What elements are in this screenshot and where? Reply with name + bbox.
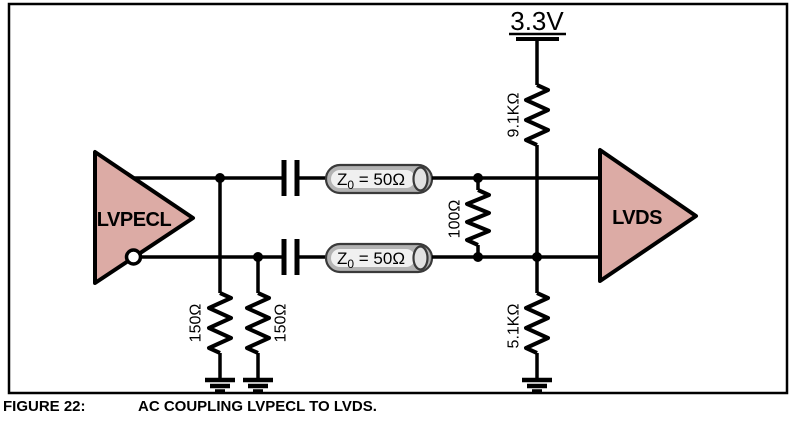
circuit-canvas: 3.3V 9.1KΩ 5.1KΩ LVPECL (7, 2, 789, 395)
resistor-pulldown-5k1 (524, 291, 550, 355)
tline-endcap-bottom (412, 245, 429, 271)
ground-symbol-left (205, 377, 235, 394)
inversion-bubble (124, 248, 143, 266)
capacitor-top (281, 160, 300, 196)
figure-caption-title: AC COUPLING LVPECL TO LVDS. (138, 398, 377, 415)
resistor-pullup-9k1 (524, 83, 550, 147)
junction-dot-bias-line (532, 252, 542, 262)
tline-label-bottom: Z0 = 50Ω (337, 249, 405, 271)
resistor-termination-label: 100Ω (447, 200, 464, 239)
figure-caption: FIGURE 22: AC COUPLING LVPECL TO LVDS. (0, 398, 793, 420)
resistor-150-right-label: 150Ω (273, 304, 290, 343)
lvds-buffer-symbol (598, 148, 698, 283)
tline-inner-top (331, 170, 415, 188)
resistor-150-left-label: 150Ω (188, 304, 205, 343)
lvds-label: LVDS (612, 207, 662, 229)
resistor-150-left (207, 291, 233, 355)
lvpecl-label: LVPECL (97, 209, 172, 231)
ground-symbol-bias (522, 377, 552, 394)
lvpecl-buffer-symbol (93, 150, 195, 285)
supply-voltage-label: 3.3V (510, 6, 564, 36)
resistor-termination-100 (465, 188, 491, 247)
tline-endcap-top (412, 166, 429, 192)
ground-symbol-right (243, 377, 273, 394)
tline-label-top: Z0 = 50Ω (337, 170, 405, 192)
transmission-line-bottom: Z0 = 50Ω (324, 242, 434, 274)
tline-inner-bottom (331, 249, 415, 267)
junction-dot-term-bottom (473, 252, 483, 262)
figure-border (7, 2, 789, 395)
capacitor-bottom (281, 239, 300, 275)
resistor-150-right (245, 291, 271, 355)
transmission-line-top: Z0 = 50Ω (324, 163, 434, 195)
figure-caption-number: FIGURE 22: (3, 398, 86, 415)
resistor-pulldown-label: 5.1KΩ (506, 304, 523, 349)
resistor-pullup-label: 9.1KΩ (506, 93, 523, 138)
